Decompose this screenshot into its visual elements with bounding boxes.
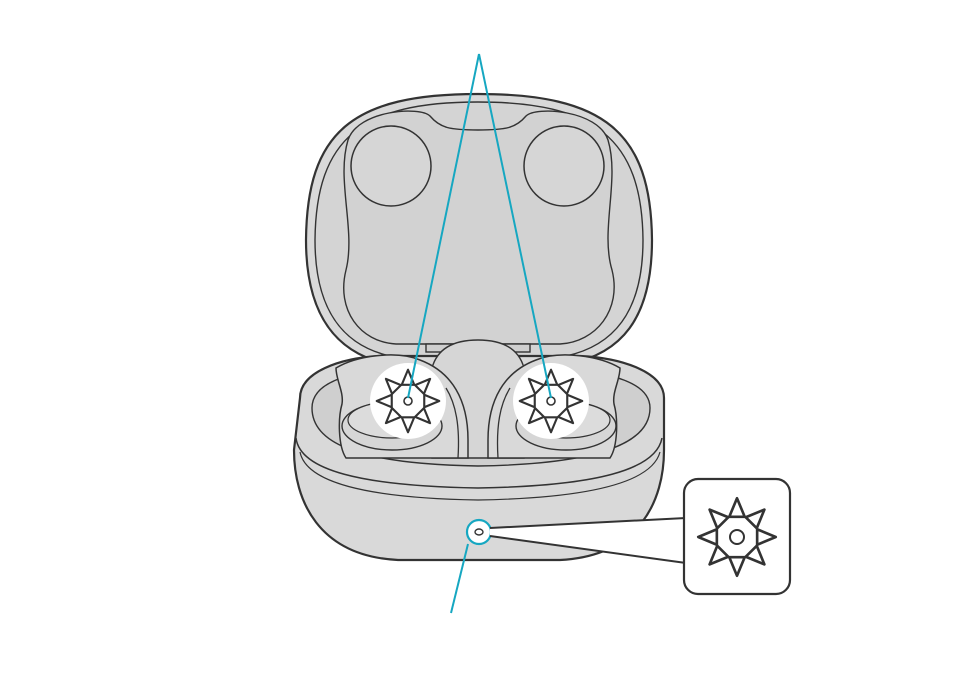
callout-wedge (490, 518, 685, 563)
leader-lines (407, 53, 552, 614)
case-indicator (465, 518, 493, 546)
case-lid (304, 92, 654, 366)
right-earbud-indicator (513, 363, 589, 439)
left-earbud-indicator (370, 363, 446, 439)
leader-line-case (450, 543, 469, 614)
lid-magnet-right (523, 125, 605, 207)
leader-line-left (407, 53, 480, 399)
leader-line-right (478, 53, 552, 399)
indicator-callout (682, 477, 792, 596)
lid-magnet-left (350, 125, 432, 207)
